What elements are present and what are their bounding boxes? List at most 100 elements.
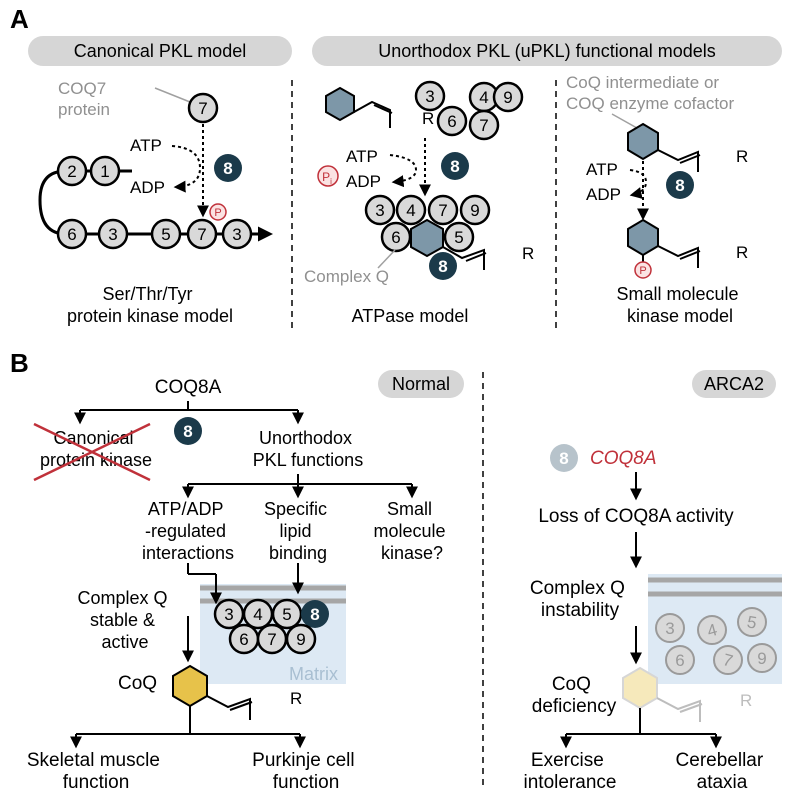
arca2-panel: ARCA2 8 COQ8A Loss of COQ8A activity Com…	[524, 370, 782, 793]
phospho-badge	[209, 203, 227, 221]
svg-text:9: 9	[503, 88, 512, 107]
free-coq-nodes: 3 4 9 6 7	[414, 80, 524, 141]
atpase-complex-q: 3 4 7 9 6 5 R 8	[364, 194, 534, 280]
svg-text:Normal: Normal	[392, 374, 450, 394]
coq-deficiency: CoQ deficiency	[532, 674, 617, 717]
normal-badge: Normal	[378, 370, 464, 398]
branch-lipid-binding: Specific lipid binding	[264, 499, 332, 563]
coq-label: CoQ	[118, 673, 157, 694]
coq-hexagon	[172, 664, 208, 708]
atpase-lipid-hexagon	[325, 86, 355, 122]
svg-text:4: 4	[253, 605, 262, 624]
small-molecule-model: CoQ intermediate or COQ enzyme cofactor …	[566, 73, 748, 326]
svg-text:7: 7	[197, 225, 206, 244]
svg-text:R: R	[736, 147, 748, 166]
complex-q-instability: Complex Q instability	[530, 578, 630, 621]
upper-chain-node-2: 1	[100, 162, 109, 181]
svg-text:9: 9	[296, 630, 305, 649]
svg-text:8: 8	[438, 257, 447, 276]
svg-text:ARCA2: ARCA2	[704, 374, 764, 394]
small-mol-caption: Small molecule kinase model	[616, 284, 743, 326]
coq-intermediate-label: CoQ intermediate or COQ enzyme cofactor	[566, 73, 735, 113]
normal-panel: Normal COQ8A 8 Canonical protein kinase …	[27, 370, 464, 793]
lower-chain: 6 3 5 7 3	[56, 218, 253, 250]
canonical-atp: ATP	[130, 136, 162, 155]
cerebellar-ataxia: Cerebellar ataxia	[676, 750, 769, 793]
svg-text:5: 5	[282, 605, 291, 624]
panel-a-letter: A	[10, 4, 29, 34]
svg-text:6: 6	[447, 112, 456, 131]
normal-coq8-node: 8	[183, 422, 192, 441]
svg-text:3: 3	[665, 619, 674, 638]
pi-badge	[317, 165, 339, 187]
coq7-protein-label: COQ7 protein	[58, 79, 111, 119]
svg-text:8: 8	[310, 605, 319, 624]
atpase-model: R 3 4 9 6 7 ATP ADP Pi 8 3 4 7	[304, 80, 534, 326]
svg-text:Pi: Pi	[322, 170, 332, 186]
atpase-coq8-node: 8	[450, 157, 459, 176]
svg-text:4: 4	[479, 88, 488, 107]
svg-text:6: 6	[67, 225, 76, 244]
svg-text:3: 3	[375, 201, 384, 220]
coq7-node: 7	[198, 99, 207, 118]
svg-text:R: R	[422, 109, 434, 128]
svg-text:5: 5	[161, 225, 170, 244]
atpase-atp: ATP	[346, 147, 378, 166]
svg-text:6: 6	[239, 630, 248, 649]
svg-text:R: R	[740, 691, 752, 710]
canonical-caption: Ser/Thr/Tyr protein kinase model	[67, 284, 233, 326]
svg-text:7: 7	[479, 116, 488, 135]
svg-text:P: P	[639, 265, 646, 277]
faded-coq-hexagon	[622, 666, 658, 710]
svg-text:6: 6	[675, 651, 684, 670]
svg-text:6: 6	[391, 228, 400, 247]
arca2-coq8-node: 8	[559, 449, 568, 468]
svg-text:R: R	[290, 689, 302, 708]
svg-text:4: 4	[406, 201, 415, 220]
canonical-adp: ADP	[130, 178, 165, 197]
atpase-adp: ADP	[346, 172, 381, 191]
branch-atp-adp: ATP/ADP -regulated interactions	[142, 499, 234, 563]
exercise-intolerance: Exercise intolerance	[524, 750, 617, 793]
complex-q-label: Complex Q	[304, 267, 389, 286]
svg-text:3: 3	[108, 225, 117, 244]
svg-text:3: 3	[425, 87, 434, 106]
svg-text:5: 5	[454, 228, 463, 247]
canonical-coq8-node: 8	[223, 159, 232, 178]
skeletal-muscle-outcome: Skeletal muscle function	[27, 750, 165, 793]
normal-gene-label: COQ8A	[155, 377, 222, 398]
atpase-caption: ATPase model	[352, 306, 469, 326]
canonical-model: COQ7 protein 7 ATP ADP 8 2 1 6 3 5	[38, 79, 273, 326]
svg-text:5: 5	[746, 612, 759, 632]
svg-text:9: 9	[757, 649, 766, 668]
matrix-label: Matrix	[289, 664, 338, 684]
small-mol-phospho	[634, 261, 652, 279]
svg-text:P: P	[214, 207, 221, 219]
purkinje-outcome: Purkinje cell function	[252, 750, 360, 793]
canonical-header-label: Canonical PKL model	[74, 41, 246, 61]
svg-text:3: 3	[224, 605, 233, 624]
small-mol-adp: ADP	[586, 185, 621, 204]
branch-small-molecule: Small molecule kinase?	[373, 499, 450, 563]
small-mol-coq8-node: 8	[675, 176, 684, 195]
unorthodox-header-label: Unorthodox PKL (uPKL) functional models	[378, 41, 716, 61]
arca2-gene-label: COQ8A	[590, 448, 657, 469]
arca2-badge: ARCA2	[692, 370, 776, 398]
small-mol-atp: ATP	[586, 160, 618, 179]
unorthodox-functions-label: Unorthodox PKL functions	[253, 428, 363, 470]
canonical-header: Canonical PKL model	[28, 36, 292, 66]
loss-of-activity: Loss of COQ8A activity	[538, 506, 734, 527]
upper-chain-node-1: 2	[67, 162, 76, 181]
svg-text:7: 7	[438, 201, 447, 220]
svg-text:7: 7	[267, 630, 276, 649]
panel-b-letter: B	[10, 348, 29, 378]
scattered-subunits: 3 4 5 6 7 9	[655, 607, 777, 675]
complex-q-stable-label: Complex Q stable & active	[77, 588, 172, 652]
svg-text:9: 9	[470, 201, 479, 220]
unorthodox-header: Unorthodox PKL (uPKL) functional models	[312, 36, 782, 66]
svg-text:R: R	[522, 244, 534, 263]
svg-text:R: R	[736, 243, 748, 262]
normal-complex-q: 3 4 5 8 6 7 9	[213, 598, 329, 655]
svg-text:3: 3	[232, 225, 241, 244]
